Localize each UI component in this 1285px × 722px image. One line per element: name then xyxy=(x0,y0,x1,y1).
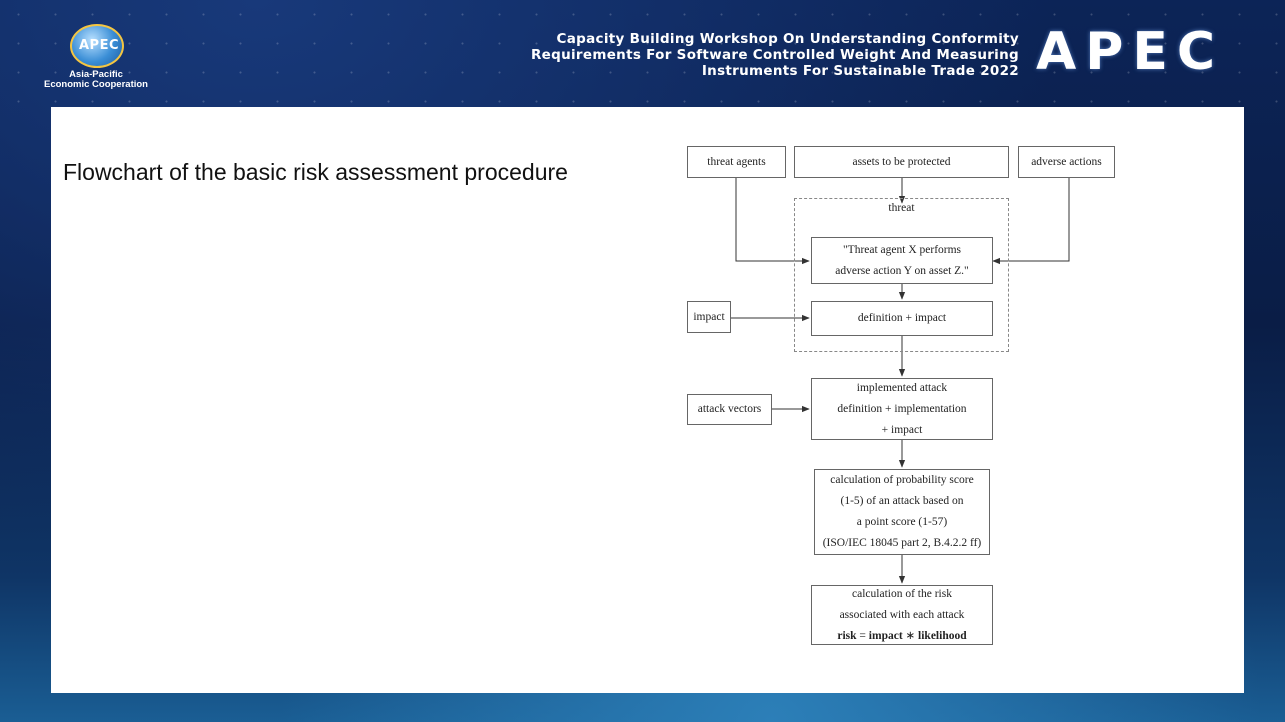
prob-line1: calculation of probability score xyxy=(830,474,974,486)
arrow-actions-statement xyxy=(992,178,1070,265)
prob-line2: (1-5) of an attack based on xyxy=(840,495,964,507)
risk-line1: calculation of the risk xyxy=(852,587,952,600)
globe-icon: APEC xyxy=(70,24,124,68)
adverse-actions-node: adverse actions xyxy=(1018,146,1115,178)
impact-word: impact xyxy=(868,629,903,642)
risk-flowchart: threat threat agents assets to be protec… xyxy=(51,107,1244,693)
apec-brand: APEC xyxy=(1036,22,1225,82)
impact-label: impact xyxy=(693,310,725,323)
prob-line3: a point score (1-57) xyxy=(856,516,948,528)
attack-vectors-label: attack vectors xyxy=(697,403,762,415)
risk-word: risk xyxy=(837,629,857,642)
threat-agents-label: threat agents xyxy=(707,155,766,168)
flowchart-connectors xyxy=(731,178,1070,584)
logo-sub-line2: Economic Cooperation xyxy=(44,79,148,90)
logo-text: APEC xyxy=(78,38,119,53)
likelihood-word: likelihood xyxy=(918,629,967,642)
workshop-title-line2: Requirements For Software Controlled Wei… xyxy=(530,47,1019,63)
risk-node: calculation of the risk associated with … xyxy=(811,585,993,645)
slide-content: Flowchart of the basic risk assessment p… xyxy=(51,107,1244,693)
assets-label: assets to be protected xyxy=(852,155,951,168)
page-title: Flowchart of the basic risk assessment p… xyxy=(63,159,568,185)
impact-node: impact xyxy=(687,301,731,333)
implemented-line2: definition + implementation xyxy=(837,402,967,415)
definition-impact-node: definition + impact xyxy=(811,301,993,336)
threat-statement-node: "Threat agent X performs adverse action … xyxy=(811,237,993,284)
logo-sub-line1: Asia-Pacific xyxy=(69,69,123,80)
implemented-line1: implemented attack xyxy=(856,381,948,394)
threat-statement-line2: adverse action Y on asset Z." xyxy=(835,264,969,277)
logo-subtitle: Asia-Pacific Economic Cooperation xyxy=(26,70,166,90)
attack-vectors-node: attack vectors xyxy=(687,394,772,425)
workshop-title-line1: Capacity Building Workshop On Understand… xyxy=(556,31,1019,47)
assets-node: assets to be protected xyxy=(794,146,1009,178)
risk-mult: ∗ xyxy=(902,629,919,642)
arrow-agents-statement xyxy=(735,178,810,265)
implemented-attack-node: implemented attack definition + implemen… xyxy=(811,378,993,440)
threat-group xyxy=(794,198,1009,352)
prob-line4: (ISO/IEC 18045 part 2, B.4.2.2 ff) xyxy=(822,537,982,549)
threat-statement-line1: "Threat agent X performs xyxy=(842,243,962,256)
probability-node: calculation of probability score (1-5) o… xyxy=(814,469,990,555)
workshop-title: Capacity Building Workshop On Understand… xyxy=(459,31,1019,79)
risk-line2: associated with each attack xyxy=(839,608,965,621)
threat-agents-node: threat agents xyxy=(687,146,786,178)
definition-impact-label: definition + impact xyxy=(857,312,947,324)
threat-group-label: threat xyxy=(888,202,915,214)
apec-logo: APEC Asia-Pacific Economic Cooperation xyxy=(26,20,156,92)
star-pattern xyxy=(0,0,1285,110)
risk-eq: = xyxy=(856,629,869,642)
implemented-line3: + impact xyxy=(881,423,923,436)
risk-formula: risk = impact ∗ likelihood xyxy=(837,626,966,647)
workshop-title-line3: Instruments For Sustainable Trade 2022 xyxy=(701,63,1019,79)
adverse-actions-label: adverse actions xyxy=(1031,155,1102,168)
